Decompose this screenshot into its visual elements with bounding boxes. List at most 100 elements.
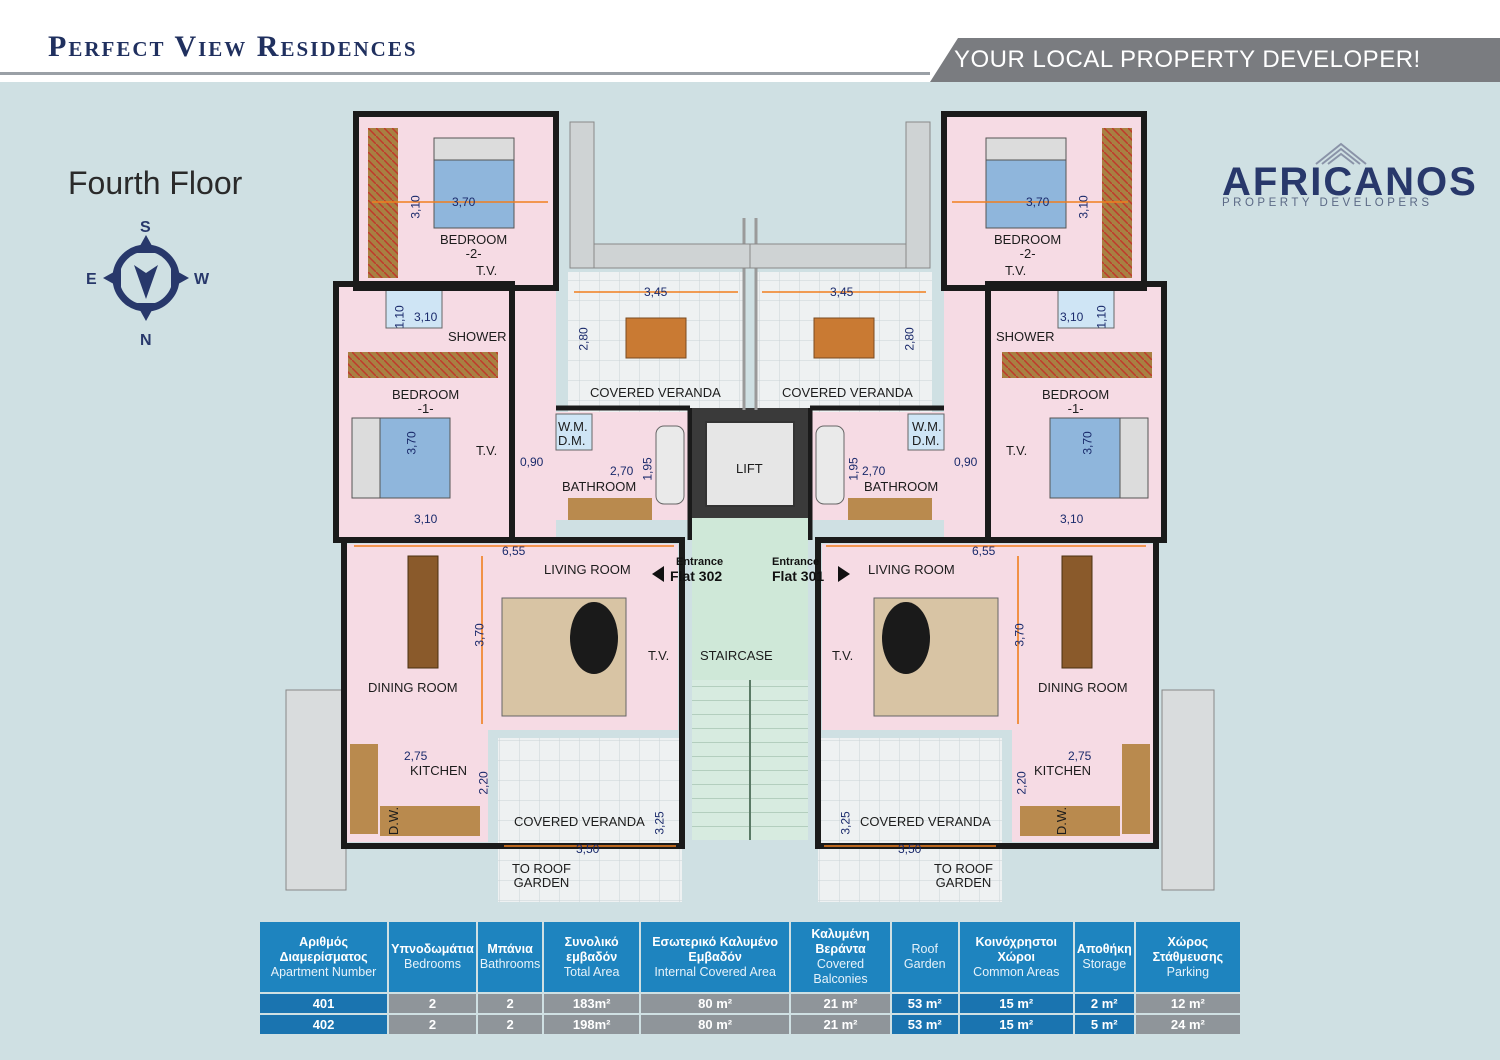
wm-label: W.M.	[558, 419, 588, 434]
dim-shower-height-right: 1,10	[1094, 305, 1109, 329]
logo-wordmark: AFRICANOS	[1222, 160, 1478, 204]
dim-bed1-height-right: 3,70	[1080, 431, 1095, 455]
dim-living-width-left: 6,55	[502, 544, 526, 558]
bedroom-1-label-right: BEDROOM-1-	[1042, 387, 1110, 416]
compass-north: N	[140, 332, 152, 349]
dim-kitchen-width-right: 2,75	[1068, 749, 1092, 763]
dim-kitchen-height-left: 2,20	[476, 771, 491, 795]
dim-shower-height-left: 1,10	[392, 305, 407, 329]
dim-veranda-top-height-right: 2,80	[902, 327, 917, 351]
cell-bathrooms: 2	[477, 994, 543, 1013]
dim-bath-width-right: 2,70	[862, 464, 886, 478]
compass-rose-icon	[103, 235, 189, 321]
cell-parking: 12 m²	[1135, 994, 1240, 1013]
dim-bath-height-left: 1,95	[640, 457, 655, 481]
tv-label: T.V.	[1005, 263, 1027, 278]
dim-shower-width-left: 3,10	[414, 310, 438, 324]
dim-corridor-right: 0,90	[954, 455, 978, 469]
dim-bed2-width-right: 3,70	[1026, 195, 1050, 209]
terrace-left	[285, 689, 347, 891]
bathroom-label-left: BATHROOM	[562, 479, 637, 494]
header-roof-garden: Roof Garden	[891, 922, 958, 992]
dm-label: D.M.	[912, 433, 940, 448]
dim-veranda-top-height-left: 2,80	[576, 327, 591, 351]
dim-bed2-width-left: 3,70	[452, 195, 476, 209]
dim-veranda-top-width-right: 3,45	[830, 285, 854, 299]
compass-west: W	[194, 271, 210, 288]
cell-parking: 24 m²	[1135, 1015, 1240, 1034]
living-room-label-right: LIVING ROOM	[868, 562, 955, 577]
tv-label: T.V.	[648, 648, 670, 663]
table-row: 402 2 2 198m² 80 m² 21 m² 53 m² 15 m² 5 …	[260, 1015, 1240, 1034]
cell-roof-garden: 53 m²	[891, 994, 958, 1013]
cell-apartment-number: 402	[260, 1015, 388, 1034]
page-title: Perfect View Residences	[48, 30, 418, 63]
tv-label: T.V.	[476, 443, 498, 458]
floor-plan	[285, 111, 1215, 902]
cell-storage: 2 m²	[1074, 994, 1134, 1013]
dim-kitchen-height-right: 2,20	[1014, 771, 1029, 795]
cell-internal-area: 80 m²	[641, 994, 790, 1013]
bathroom-label-right: BATHROOM	[864, 479, 939, 494]
covered-veranda-label: COVERED VERANDA	[514, 814, 645, 829]
dw-label: D.W.	[386, 806, 402, 836]
entrance-label-left: Entrance	[676, 556, 724, 568]
dimension-lines	[354, 201, 1146, 847]
shower-label-right: SHOWER	[996, 329, 1055, 344]
compass-east: E	[86, 271, 97, 288]
cell-common-areas: 15 m²	[959, 1015, 1073, 1034]
kitchen-label-right: KITCHEN	[1034, 763, 1092, 778]
dim-living-height-right: 3,70	[1012, 623, 1027, 647]
dim-bed2-height-right: 3,10	[1076, 195, 1091, 219]
entrance-arrow-left-icon	[652, 566, 664, 582]
flat-302-label: Flat 302	[670, 568, 723, 584]
dim-bed2-height-left: 3,10	[408, 195, 423, 219]
tv-label: T.V.	[1006, 443, 1028, 458]
bedroom-2-label-left: BEDROOM-2-	[440, 232, 508, 261]
compass-south: S	[140, 219, 151, 236]
cell-storage: 5 m²	[1074, 1015, 1134, 1034]
covered-veranda-label: COVERED VERANDA	[590, 385, 721, 400]
covered-veranda-label: COVERED VERANDA	[860, 814, 991, 829]
dining-room-label-left: DINING ROOM	[368, 680, 458, 695]
covered-veranda-label: COVERED VERANDA	[782, 385, 913, 400]
table-row: 401 2 2 183m² 80 m² 21 m² 53 m² 15 m² 2 …	[260, 994, 1240, 1013]
bedroom-2-label-right: BEDROOM-2-	[994, 232, 1062, 261]
dw-label: D.W.	[1054, 806, 1070, 836]
dim-kitchen-width-left: 2,75	[404, 749, 428, 763]
lift-label: LIFT	[736, 461, 763, 476]
flat-301	[756, 111, 1167, 902]
dining-room-label-right: DINING ROOM	[1038, 680, 1128, 695]
tagline-banner	[930, 38, 1500, 82]
staircase-label: STAIRCASE	[700, 648, 773, 663]
cell-covered-balconies: 21 m²	[791, 1015, 890, 1034]
dim-bath-height-right: 1,95	[846, 457, 861, 481]
tv-label: T.V.	[832, 648, 854, 663]
cell-covered-balconies: 21 m²	[791, 994, 890, 1013]
dim-living-width-right: 6,55	[972, 544, 996, 558]
cell-roof-garden: 53 m²	[891, 1015, 958, 1034]
dim-veranda-top-width-left: 3,45	[644, 285, 668, 299]
shower-label-left: SHOWER	[448, 329, 507, 344]
dim-veranda-bottom-width-left: 3,50	[576, 842, 600, 856]
dim-bed1-width-right: 3,10	[1060, 512, 1084, 526]
entrance-arrow-right-icon	[838, 566, 850, 582]
cell-bathrooms: 2	[477, 1015, 543, 1034]
cell-total-area: 198m²	[544, 1015, 640, 1034]
cell-apartment-number: 401	[260, 994, 388, 1013]
dim-veranda-bottom-height-right: 3,25	[838, 811, 853, 835]
kitchen-label-left: KITCHEN	[410, 763, 468, 778]
tv-label: T.V.	[476, 263, 498, 278]
bedroom-1-label-left: BEDROOM-1-	[392, 387, 460, 416]
